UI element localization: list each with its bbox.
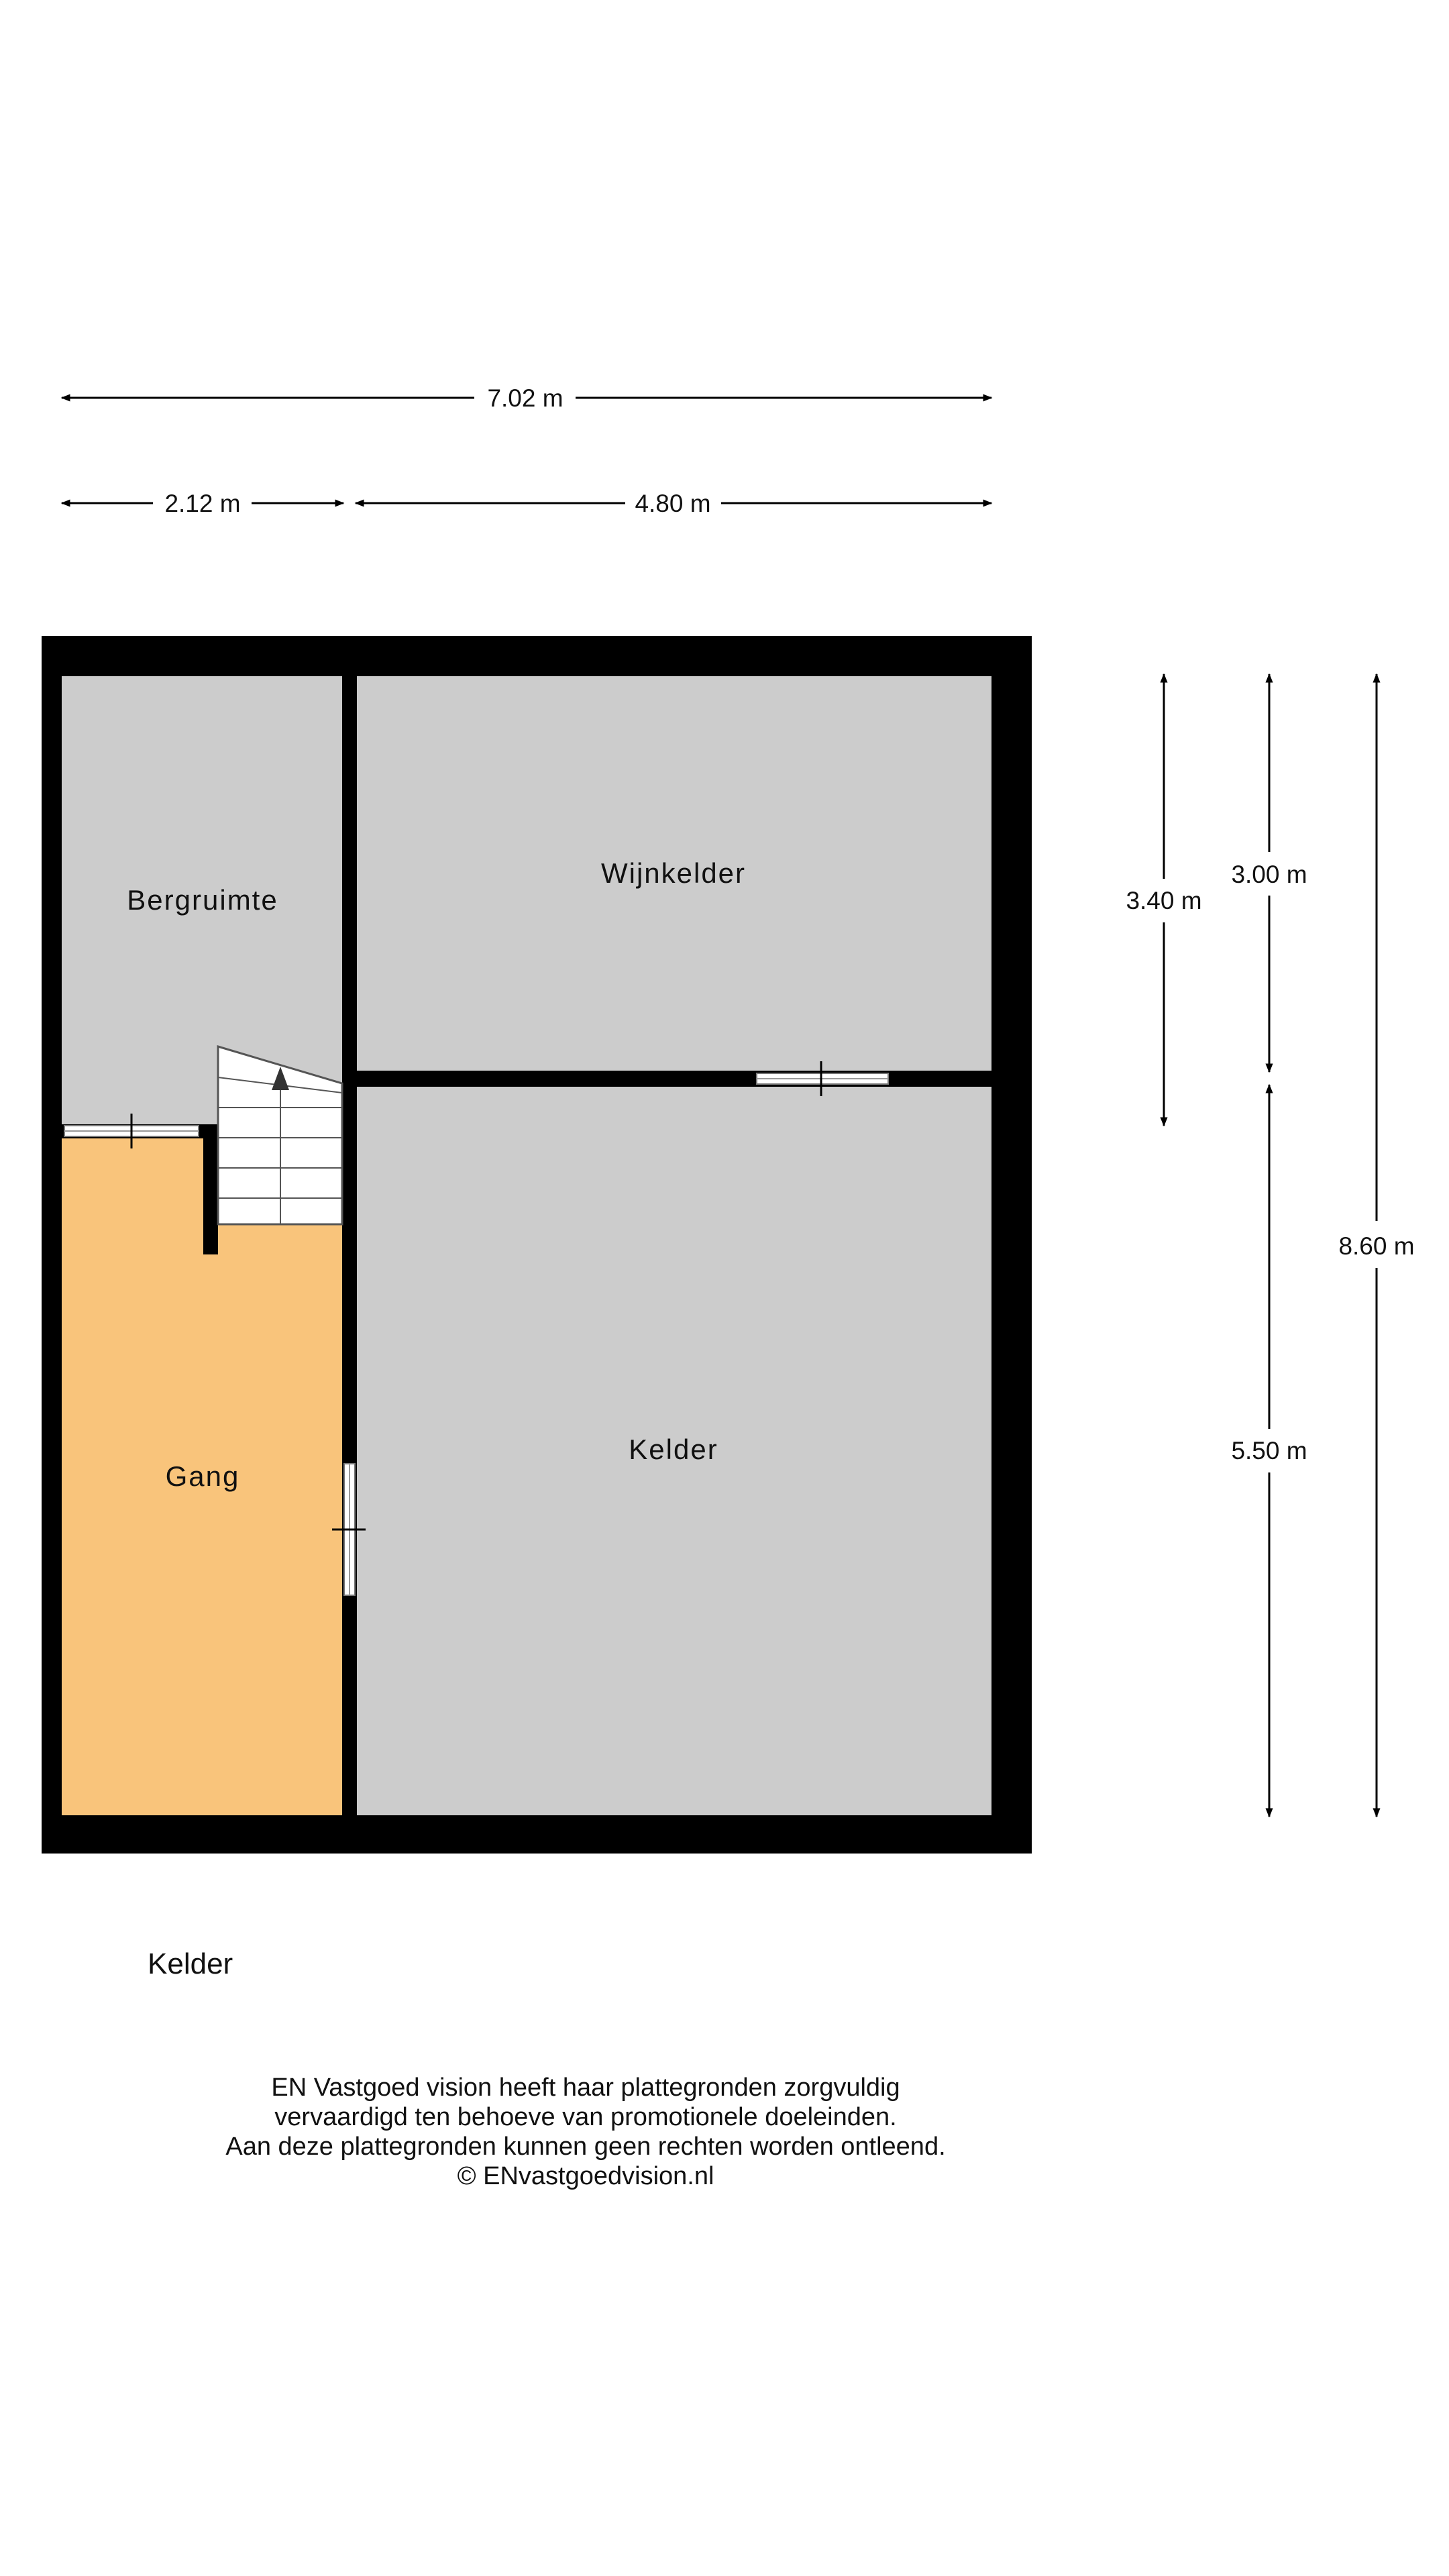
dimension-top-total: 7.02 m	[60, 384, 993, 412]
wall-stub	[203, 1124, 218, 1254]
floor-label: Kelder	[148, 1947, 233, 1980]
dimension-label-top-left: 2.12 m	[164, 490, 240, 517]
disclaimer-line-2: vervaardigd ten behoeve van promotionele…	[274, 2103, 896, 2131]
room-label-wijnkelder: Wijnkelder	[601, 857, 746, 889]
dimension-label-right-b: 3.00 m	[1231, 861, 1307, 888]
dimension-right-c: 5.50 m	[1231, 1083, 1307, 1818]
disclaimer-line-1: EN Vastgoed vision heeft haar plattegron…	[271, 2074, 900, 2102]
room-bergruimte-floor	[62, 676, 342, 1124]
disclaimer: EN Vastgoed vision heeft haar plattegron…	[225, 2074, 945, 2190]
dimension-label-top-right: 4.80 m	[635, 490, 710, 517]
dimension-label-right-c: 5.50 m	[1231, 1437, 1307, 1464]
dimension-right-b: 3.00 m	[1231, 673, 1307, 1073]
room-label-bergruimte: Bergruimte	[127, 884, 278, 916]
stairs-arrow-icon	[272, 1067, 289, 1090]
dimension-label-right-a: 3.40 m	[1126, 887, 1201, 914]
door-gang-kelder	[332, 1463, 366, 1596]
floor-plan: Bergruimte Wijnkelder Gang Kelder	[42, 636, 1032, 1854]
door-wijnkelder-kelder	[756, 1061, 889, 1096]
room-wijnkelder-floor	[357, 676, 991, 1071]
room-label-kelder: Kelder	[629, 1434, 718, 1465]
door-bergruimte-gang	[64, 1114, 199, 1148]
dimension-right-total: 8.60 m	[1338, 673, 1415, 1818]
room-gang-floor	[62, 1138, 342, 1815]
dimension-right-a: 3.40 m	[1126, 673, 1202, 1127]
dimension-label-top-total: 7.02 m	[487, 384, 563, 412]
disclaimer-line-4: © ENvastgoedvision.nl	[458, 2162, 714, 2190]
room-label-gang: Gang	[166, 1460, 240, 1492]
dimension-top-right: 4.80 m	[354, 490, 993, 517]
room-kelder-floor	[357, 1087, 991, 1815]
disclaimer-line-3: Aan deze plattegronden kunnen geen recht…	[225, 2133, 945, 2161]
dimension-label-right-total: 8.60 m	[1338, 1232, 1414, 1260]
dimension-top-left: 2.12 m	[60, 490, 345, 517]
staircase	[217, 1044, 343, 1226]
